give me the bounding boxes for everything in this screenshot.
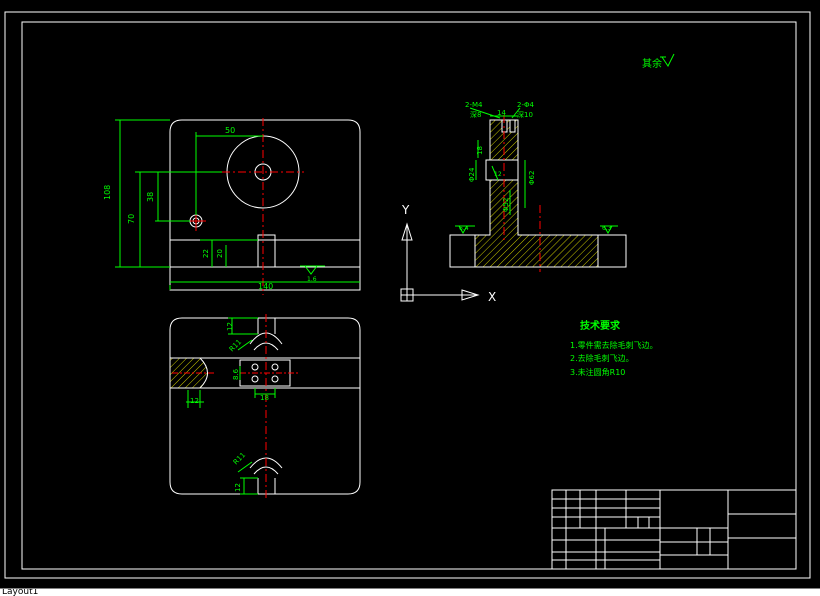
layout-tab[interactable]: Layout1 bbox=[2, 588, 39, 596]
side-dim-18: 18 bbox=[476, 146, 484, 155]
tech-req-title: 技术要求 bbox=[580, 319, 621, 332]
tech-req-item-2: 2.去除毛刺飞边。 bbox=[570, 353, 634, 363]
technical-requirements: 技术要求 1.零件需去除毛刺飞边。 2.去除毛刺飞边。 3.未注圆角R10 bbox=[570, 319, 658, 377]
dim-height-70: 70 bbox=[127, 214, 136, 224]
dim-mid-18: 18 bbox=[260, 394, 269, 402]
front-view: 140 108 50 70 38 22 20 1.6 bbox=[103, 118, 361, 295]
layout-tab-bar: Layout1 bbox=[0, 588, 820, 596]
dim-top-12: 12 bbox=[226, 322, 234, 331]
ucs-icon: Y X bbox=[400, 203, 496, 304]
sheet-outer-border bbox=[4, 11, 811, 579]
side-rough-right: 6.3 bbox=[602, 225, 612, 232]
side-thread-right: 2-Φ4 bbox=[517, 101, 534, 109]
dim-slot-22: 22 bbox=[202, 249, 210, 258]
tech-req-item-3: 3.未注圆角R10 bbox=[570, 367, 625, 377]
side-rough-left: 6.4 bbox=[459, 225, 469, 232]
surface-finish-note: 其余 bbox=[642, 53, 675, 70]
dim-bottom-12: 12 bbox=[234, 483, 242, 492]
dim-slot-20: 20 bbox=[216, 249, 224, 258]
side-thread-left-depth: 深8 bbox=[470, 110, 481, 119]
dim-height-38: 38 bbox=[146, 192, 155, 202]
title-block bbox=[551, 489, 797, 570]
top-view: 12 R11 8.6 18 12 R11 12 bbox=[169, 314, 361, 498]
front-roughness-value: 1.6 bbox=[307, 276, 317, 283]
top-view-outline bbox=[169, 317, 361, 495]
side-dim-top-width: 14 bbox=[497, 109, 506, 117]
ucs-y-label: Y bbox=[401, 203, 410, 217]
side-thread-right-depth: 深10 bbox=[517, 110, 533, 119]
side-view-outline bbox=[449, 234, 627, 268]
dim-bottom-r: R11 bbox=[232, 451, 247, 466]
surface-finish-text: 其余 bbox=[642, 57, 662, 70]
dim-mid-12: 12 bbox=[190, 397, 199, 405]
drawing-frame bbox=[21, 21, 797, 570]
side-dim-12: 12 bbox=[494, 171, 502, 178]
side-dim-24: Φ24 bbox=[468, 167, 476, 182]
tech-req-item-1: 1.零件需去除毛刺飞边。 bbox=[570, 340, 658, 350]
side-section-view: 2-M4 深8 2-Φ4 深10 14 18 Φ24 12 Φ62 Φ52 6.… bbox=[449, 101, 627, 272]
side-dim-phi: Φ52 bbox=[502, 198, 510, 212]
dim-front-height: 108 bbox=[103, 185, 112, 200]
front-view-outline bbox=[169, 119, 361, 268]
dim-front-width: 140 bbox=[258, 282, 273, 291]
side-view-hatch bbox=[474, 119, 599, 268]
side-thread-left: 2-M4 bbox=[465, 101, 483, 109]
ucs-x-label: X bbox=[488, 290, 496, 304]
side-dim-62: Φ62 bbox=[528, 171, 536, 185]
dim-top-r: R11 bbox=[228, 338, 243, 353]
dim-hole-offset: 50 bbox=[225, 126, 235, 135]
dim-mid-86: 8.6 bbox=[232, 368, 240, 380]
